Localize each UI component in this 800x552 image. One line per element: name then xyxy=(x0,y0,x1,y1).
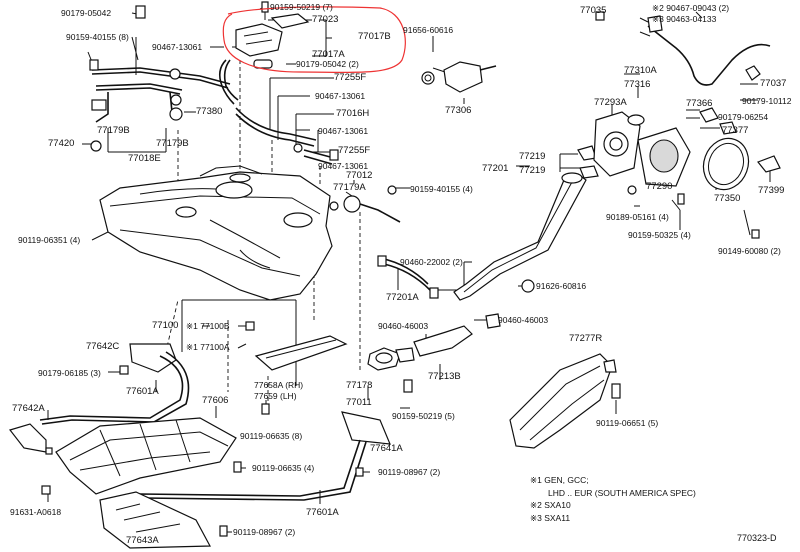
part-label[interactable]: 90159-40155 (8) xyxy=(66,32,129,42)
part-label[interactable]: 90179-10112 xyxy=(742,96,792,106)
part-label[interactable]: 77658A (RH) xyxy=(254,380,304,390)
footnote-2: ※2 SXA10 xyxy=(530,500,571,510)
filler-lid-assembly xyxy=(593,65,781,239)
part-label[interactable]: 90119-08967 (2) xyxy=(378,467,441,477)
part-label[interactable]: 77277R xyxy=(569,333,603,344)
part-label-text: 90467-09043 (2) xyxy=(666,3,730,13)
part-label[interactable]: 90467-13061 xyxy=(315,91,366,101)
footnote-1: ※1 GEN, GCC; xyxy=(530,475,589,485)
diagram-code: 770323-D xyxy=(737,533,777,543)
lower-straps-brackets xyxy=(8,321,391,549)
part-label[interactable]: 77179B xyxy=(97,125,130,136)
part-label[interactable]: 91656-60616 xyxy=(403,25,454,35)
part-label[interactable]: 77290 xyxy=(646,181,673,192)
part-label[interactable]: 77306 xyxy=(445,105,472,116)
part-label[interactable]: 90119-06635 (4) xyxy=(252,463,315,473)
part-label[interactable]: 90460-46003 xyxy=(378,321,429,331)
part-label[interactable]: 77179B xyxy=(156,138,189,149)
part-label[interactable]: ※1 77100A xyxy=(186,342,230,352)
red-highlight-circle xyxy=(222,6,406,74)
part-label[interactable]: 77017B xyxy=(358,31,391,42)
part-label[interactable]: 77255F xyxy=(334,72,367,83)
part-label[interactable]: 77350 xyxy=(714,193,741,204)
part-label[interactable]: 90189-05161 (4) xyxy=(606,212,669,222)
part-label[interactable]: 77100 xyxy=(152,320,179,331)
footnotes: ※1 GEN, GCC; LHD .. EUR (SOUTH AMERICA S… xyxy=(530,474,696,524)
fuel-tank xyxy=(99,165,333,301)
part-label[interactable]: 77641A xyxy=(370,443,403,454)
part-label-text: 77100A xyxy=(200,342,230,352)
part-label[interactable]: 77255F xyxy=(338,145,371,156)
part-label[interactable]: 77420 xyxy=(48,138,75,149)
part-label[interactable]: 77016H xyxy=(336,108,370,119)
part-label[interactable]: 90467-13061 xyxy=(318,126,369,136)
part-label[interactable]: 90460-22002 (2) xyxy=(400,257,463,267)
part-label[interactable]: 90159-40155 (4) xyxy=(410,184,473,194)
part-label[interactable]: 90179-05042 (2) xyxy=(296,59,359,69)
part-label[interactable]: 91631-A0618 xyxy=(10,507,62,517)
part-label[interactable]: 90119-08967 (2) xyxy=(233,527,296,537)
part-label[interactable]: 90159-50325 (4) xyxy=(628,230,691,240)
part-label[interactable]: 77606 xyxy=(202,395,229,406)
part-label[interactable]: 90467-13061 xyxy=(318,161,369,171)
part-label[interactable]: 77601A xyxy=(126,386,159,397)
part-label[interactable]: 77219 xyxy=(519,151,546,162)
inlet-hose xyxy=(367,313,501,393)
fuel-sender xyxy=(329,185,401,223)
fuel-pipe-assembly xyxy=(89,5,231,152)
part-label[interactable]: 77642C xyxy=(86,341,120,352)
part-label[interactable]: 77293A xyxy=(594,97,627,108)
part-label[interactable]: 77366 xyxy=(686,98,713,109)
part-label[interactable]: 77642A xyxy=(12,403,45,414)
part-label[interactable]: ※1 77100B xyxy=(186,321,230,331)
part-label[interactable]: 90460-46003 xyxy=(498,315,549,325)
part-label[interactable]: ※3 90463-04133 xyxy=(652,14,717,24)
part-label[interactable]: 77178 xyxy=(346,380,373,391)
release-cable xyxy=(421,11,771,93)
part-label[interactable]: 77316 xyxy=(624,79,651,90)
part-label[interactable]: 77213B xyxy=(428,371,461,382)
heat-protector xyxy=(509,353,621,449)
part-label[interactable]: 77219 xyxy=(519,165,546,176)
part-label[interactable]: ※2 90467-09043 (2) xyxy=(652,3,730,13)
part-label[interactable]: 77012 xyxy=(346,170,373,181)
part-label[interactable]: 90467-13061 xyxy=(152,42,203,52)
part-label[interactable]: 77035 xyxy=(580,5,607,16)
part-label[interactable]: 77377 xyxy=(722,125,749,136)
part-label[interactable]: 90179-06254 xyxy=(718,112,769,122)
part-label[interactable]: 77380 xyxy=(196,106,223,117)
part-label[interactable]: 77017A xyxy=(312,49,345,60)
fuel-pump-assembly xyxy=(218,1,310,105)
part-label[interactable]: 90149-60080 (2) xyxy=(718,246,781,256)
part-label[interactable]: 77037 xyxy=(760,78,787,89)
part-label[interactable]: 90179-06185 (3) xyxy=(38,368,101,378)
part-label[interactable]: 91626-60816 xyxy=(536,281,587,291)
part-label[interactable]: 90179-05042 xyxy=(61,8,112,18)
part-label[interactable]: 77643A xyxy=(126,535,159,546)
part-label[interactable]: 77399 xyxy=(758,185,785,196)
filler-pipe xyxy=(377,145,599,301)
footnote-1-detail: LHD .. EUR (SOUTH AMERICA SPEC) xyxy=(548,487,696,498)
vent-hoses xyxy=(169,107,339,165)
part-label[interactable]: 77310A xyxy=(624,65,657,76)
part-label[interactable]: 77659 (LH) xyxy=(254,391,297,401)
part-label[interactable]: 77011 xyxy=(346,397,372,408)
footnote-3: ※3 SXA11 xyxy=(530,512,571,523)
part-label[interactable]: 77018E xyxy=(128,153,161,164)
part-label-text: 77100B xyxy=(200,321,230,331)
part-label[interactable]: 90119-06651 (5) xyxy=(596,418,659,428)
part-label[interactable]: 90119-06635 (8) xyxy=(240,431,303,441)
part-label[interactable]: 77179A xyxy=(333,182,366,193)
part-label-text: 90463-04133 xyxy=(666,14,717,24)
part-label[interactable]: 77201A xyxy=(386,292,419,303)
part-label[interactable]: 77201 xyxy=(482,163,509,174)
part-label[interactable]: 77023 xyxy=(312,14,339,25)
part-label[interactable]: 77601A xyxy=(306,507,339,518)
part-label[interactable]: 90119-06351 (4) xyxy=(18,235,81,245)
part-label[interactable]: 90159-50219 (5) xyxy=(392,411,455,421)
part-label[interactable]: 90159-50219 (7) xyxy=(270,2,333,12)
